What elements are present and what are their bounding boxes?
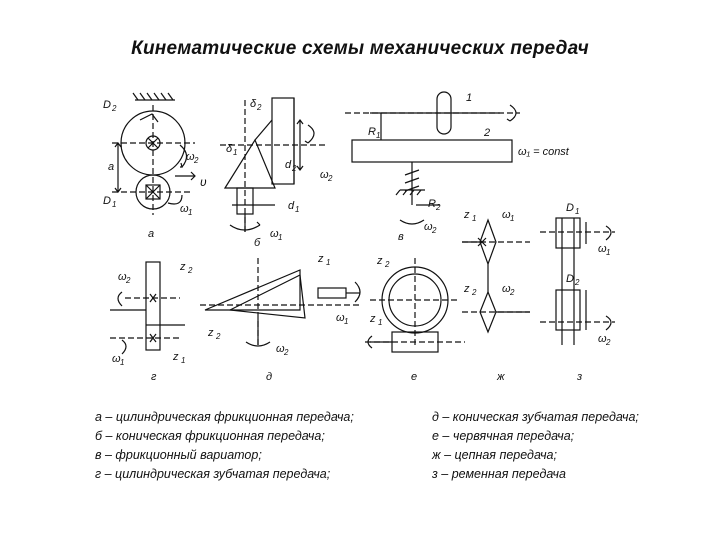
svg-text:z: z	[179, 261, 186, 273]
legend-item: е – червячная передача;	[432, 429, 575, 443]
svg-text:d: d	[288, 200, 295, 212]
legend-item: в – фрикционный вариатор;	[95, 448, 262, 462]
page-title: Кинематические схемы механических переда…	[131, 38, 589, 59]
svg-text:1: 1	[606, 248, 610, 257]
svg-text:2: 2	[605, 338, 611, 347]
svg-text:D: D	[566, 273, 574, 285]
legend-right: д – коническая зубчатая передача; е – че…	[432, 408, 639, 484]
svg-text:ω: ω	[598, 333, 607, 345]
label-a-d2: D	[103, 99, 111, 111]
svg-text:1: 1	[378, 318, 382, 327]
svg-text:2: 2	[471, 288, 477, 297]
legend-item: з – ременная передача	[432, 467, 566, 481]
caption-g1: г	[151, 371, 157, 383]
svg-text:2: 2	[384, 260, 390, 269]
svg-text:2: 2	[283, 348, 289, 357]
caption-a: а	[148, 228, 154, 240]
scheme-d: z 1 z 2 ω 1 ω 2 д	[200, 253, 361, 383]
svg-text:2: 2	[193, 156, 199, 165]
scheme-z: D 1 D 2 ω 1 ω 2 з	[540, 202, 615, 383]
label-a-d1: D	[103, 195, 111, 207]
svg-text:d: d	[285, 159, 292, 171]
svg-text:z: z	[376, 255, 383, 267]
svg-text:2: 2	[215, 332, 221, 341]
kinematic-schemes-figure: D 2 D 1 a υ ω 2 ω 1 а δ 2 δ 1 d 2 ω 2 d …	[103, 91, 615, 383]
svg-text:2: 2	[256, 103, 262, 112]
svg-text:ω: ω	[112, 353, 121, 365]
svg-text:ω: ω	[502, 209, 511, 221]
legend-item: а – цилиндрическая фрикционная передача;	[95, 410, 354, 424]
svg-text:ω: ω	[276, 343, 285, 355]
scheme-e: z 2 z 1 е	[365, 255, 465, 383]
svg-text:1: 1	[278, 233, 282, 242]
legend-left: а – цилиндрическая фрикционная передача;…	[95, 408, 354, 484]
svg-text:1: 1	[510, 214, 514, 223]
svg-text:1: 1	[466, 92, 472, 104]
svg-text:ω: ω	[336, 312, 345, 324]
svg-text:2: 2	[291, 164, 297, 173]
svg-text:1: 1	[575, 207, 579, 216]
svg-text:1: 1	[295, 205, 299, 214]
scheme-a: D 2 D 1 a υ ω 2 ω 1 а	[103, 92, 207, 240]
svg-text:D: D	[566, 202, 574, 214]
svg-text:1: 1	[181, 356, 185, 365]
svg-text:2: 2	[509, 288, 515, 297]
scheme-v: 1 2 R 1 R 2 ω₁ = const ω 2 в	[345, 91, 570, 243]
svg-text:1: 1	[112, 200, 116, 209]
svg-text:z: z	[463, 209, 470, 221]
svg-text:2: 2	[435, 203, 441, 212]
svg-text:z: z	[463, 283, 470, 295]
caption-e: е	[411, 371, 417, 383]
svg-text:2: 2	[327, 174, 333, 183]
svg-text:δ: δ	[250, 98, 257, 110]
svg-text:2: 2	[574, 278, 580, 287]
svg-text:z: z	[369, 313, 376, 325]
svg-text:1: 1	[344, 317, 348, 326]
caption-b: б	[254, 237, 261, 249]
legend-item: д – коническая зубчатая передача;	[432, 410, 639, 424]
legend-item: б – коническая фрикционная передача;	[95, 429, 325, 443]
caption-d: д	[266, 371, 272, 383]
svg-text:2: 2	[187, 266, 193, 275]
svg-text:ω: ω	[180, 203, 189, 215]
svg-text:ω: ω	[320, 169, 329, 181]
caption-v: в	[398, 231, 404, 243]
svg-text:1: 1	[472, 214, 476, 223]
svg-text:z: z	[172, 351, 179, 363]
svg-text:1: 1	[188, 208, 192, 217]
svg-text:2: 2	[125, 276, 131, 285]
svg-text:ω: ω	[186, 151, 195, 163]
svg-text:z: z	[207, 327, 214, 339]
svg-text:1: 1	[376, 131, 380, 140]
svg-text:1: 1	[233, 148, 237, 157]
svg-text:ω: ω	[424, 221, 433, 233]
scheme-zh: z 1 ω 1 z 2 ω 2 ж	[462, 209, 530, 383]
scheme-g1: ω 2 z 2 ω 1 z 1 г	[110, 261, 193, 383]
svg-text:2: 2	[483, 127, 490, 139]
svg-text:2: 2	[111, 104, 117, 113]
svg-text:2: 2	[431, 226, 437, 235]
svg-text:R: R	[428, 198, 436, 210]
caption-zh: ж	[496, 371, 505, 383]
svg-text:ω: ω	[502, 283, 511, 295]
svg-text:R: R	[368, 126, 376, 138]
scheme-b: δ 2 δ 1 d 2 ω 2 d 1 ω 1 б	[220, 97, 333, 249]
svg-text:z: z	[317, 253, 324, 265]
svg-text:ω: ω	[270, 228, 279, 240]
svg-text:υ: υ	[200, 175, 207, 189]
svg-text:ω: ω	[118, 271, 127, 283]
caption-z: з	[576, 371, 582, 383]
svg-text:ω: ω	[598, 243, 607, 255]
svg-text:1: 1	[120, 358, 124, 367]
legend-item: г – цилиндрическая зубчатая передача;	[95, 467, 331, 481]
svg-text:δ: δ	[226, 143, 233, 155]
svg-text:ω₁ = const: ω₁ = const	[518, 146, 570, 158]
svg-text:1: 1	[326, 258, 330, 267]
svg-text:a: a	[108, 161, 114, 173]
legend-item: ж – цепная передача;	[432, 448, 557, 462]
